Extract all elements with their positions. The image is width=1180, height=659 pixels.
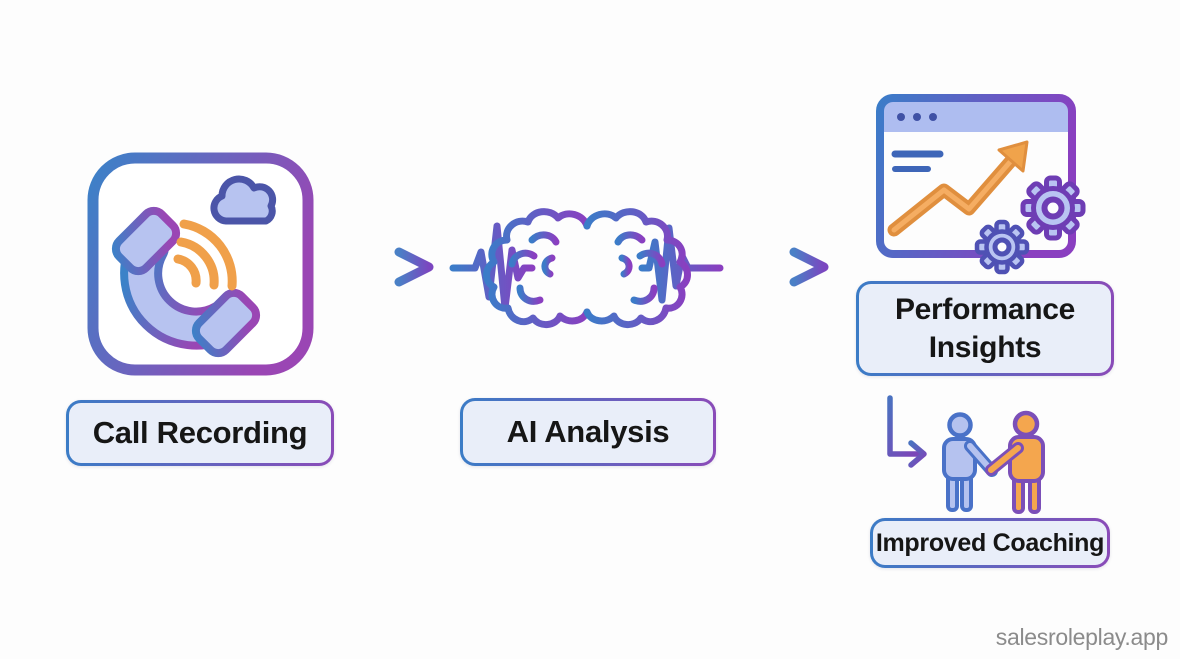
brain-waveform-icon xyxy=(449,208,724,328)
person-orange xyxy=(985,410,1045,514)
window-dots xyxy=(897,113,937,121)
brain-outline-left xyxy=(483,208,591,328)
handshake-icon xyxy=(942,410,1045,514)
gear-icon-small xyxy=(974,219,1030,275)
browser-window xyxy=(876,94,1076,258)
step-label-improved-coaching: Improved Coaching xyxy=(873,521,1107,565)
waveform-left xyxy=(449,222,536,312)
phone-handset-icon xyxy=(111,206,261,358)
cloud-icon xyxy=(210,175,277,225)
person-blue xyxy=(942,412,998,512)
step-box-ai-analysis: AI Analysis xyxy=(460,398,716,466)
text-lines xyxy=(891,150,944,172)
sound-waves-icon xyxy=(173,219,237,291)
arrow-down-right-icon xyxy=(887,395,927,468)
trend-arrow-icon xyxy=(887,140,1029,237)
gear-icon-large xyxy=(1020,175,1086,241)
step-box-performance-insights: Performance Insights xyxy=(856,281,1114,376)
step-label-call-recording: Call Recording xyxy=(69,403,331,463)
analytics-window-gears-icon xyxy=(876,94,1086,275)
step-label-ai-analysis: AI Analysis xyxy=(463,401,713,463)
phone-cloud-recording-icon xyxy=(87,152,314,376)
step-box-improved-coaching: Improved Coaching xyxy=(870,518,1110,568)
arrow-right-icon xyxy=(737,247,829,287)
step-label-performance-insights: Performance Insights xyxy=(859,284,1111,373)
step-box-call-recording: Call Recording xyxy=(66,400,334,466)
watermark: salesroleplay.app xyxy=(995,624,1169,650)
brain-outline-right xyxy=(583,208,691,328)
arrow-right-icon xyxy=(342,247,434,287)
